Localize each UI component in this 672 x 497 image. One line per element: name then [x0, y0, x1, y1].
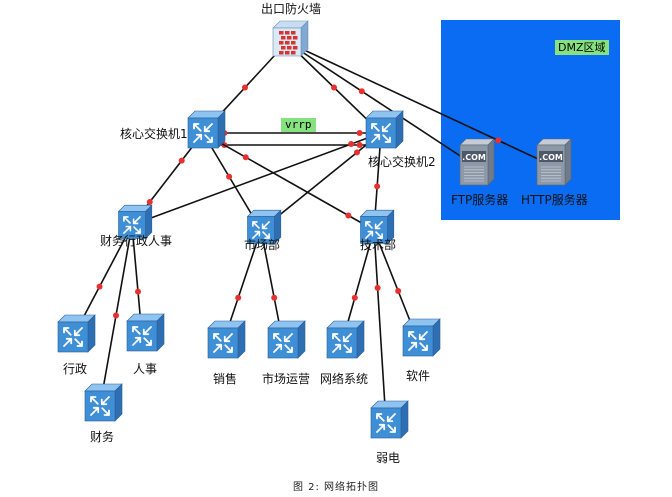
- link-port-dot: [135, 288, 141, 295]
- network-sys-switch: [326, 320, 365, 359]
- link-port-dot: [146, 199, 153, 205]
- server-badge: .COM: [539, 153, 563, 162]
- network-sys-label: 网络系统: [320, 372, 369, 386]
- dept-tech-switch: [359, 209, 395, 245]
- dmz-zone-label: DMZ区域: [555, 40, 609, 55]
- firewall-node: [272, 20, 309, 57]
- http-server-node: .COM: [536, 138, 572, 186]
- link-port-dot: [495, 137, 502, 144]
- sales-label: 销售: [213, 372, 238, 386]
- admin-switch: [57, 314, 96, 353]
- link-port-dot: [358, 88, 365, 95]
- finance-label: 财务: [90, 430, 115, 444]
- dept-finance-admin-hr-label: 财务行政人事: [100, 234, 173, 248]
- server-badge: .COM: [462, 153, 486, 162]
- figure-caption: 图 2: 网络拓扑图: [292, 482, 380, 493]
- link-port-dot: [395, 288, 402, 295]
- http-server-label: HTTP服务器: [521, 193, 588, 207]
- hr-label: 人事: [133, 362, 158, 376]
- finance-switch: [84, 383, 123, 422]
- dept-finance-admin-hr-switch: [117, 204, 153, 240]
- link-port-dot: [348, 141, 355, 148]
- link-port-dot: [113, 312, 119, 319]
- link-d3-weak: [373, 229, 387, 424]
- core-switch-1-label: 核心交换机1: [120, 127, 188, 141]
- link-fw-http: [286, 41, 552, 166]
- link-port-dot: [178, 157, 185, 164]
- ftp-server-node: .COM: [459, 138, 495, 186]
- link-c1-d3: [202, 132, 375, 231]
- link-port-dot: [331, 84, 337, 91]
- core-switch-1-node: [187, 110, 226, 149]
- link-port-dot: [271, 294, 278, 301]
- weak-current-switch: [370, 400, 409, 439]
- weak-current-label: 弱电: [376, 451, 401, 465]
- link-port-dot: [374, 183, 381, 190]
- link-port-dot: [235, 294, 242, 301]
- link-port-dot: [356, 130, 363, 136]
- firewall-label: 出口防火墙: [261, 2, 322, 16]
- link-port-dot: [356, 142, 363, 148]
- core-switch-2-node: [365, 110, 404, 149]
- software-label: 软件: [406, 369, 431, 383]
- link-port-dot: [354, 149, 360, 156]
- dept-market-label: 市场部: [244, 238, 281, 252]
- link-port-dot: [226, 173, 233, 180]
- link-port-dot: [374, 284, 381, 291]
- hr-switch: [126, 313, 165, 352]
- software-switch: [402, 318, 441, 357]
- link-fw-ftp: [286, 41, 475, 166]
- admin-label: 行政: [63, 362, 88, 376]
- link-port-dot: [242, 84, 248, 91]
- dept-market-switch: [246, 209, 282, 245]
- market-ops-switch: [267, 320, 306, 359]
- link-port-dot: [96, 283, 103, 290]
- ftp-server-label: FTP服务器: [451, 193, 509, 207]
- vrrp-label: vrrp: [281, 118, 316, 132]
- link-port-dot: [345, 212, 352, 219]
- dept-tech-label: 技术部: [360, 238, 397, 252]
- market-ops-label: 市场运营: [262, 372, 311, 386]
- sales-switch: [207, 320, 246, 359]
- link-port-dot: [242, 154, 249, 161]
- link-c2-d1: [131, 132, 382, 226]
- core-switch-2-label: 核心交换机2: [368, 155, 436, 169]
- link-port-dot: [351, 294, 358, 301]
